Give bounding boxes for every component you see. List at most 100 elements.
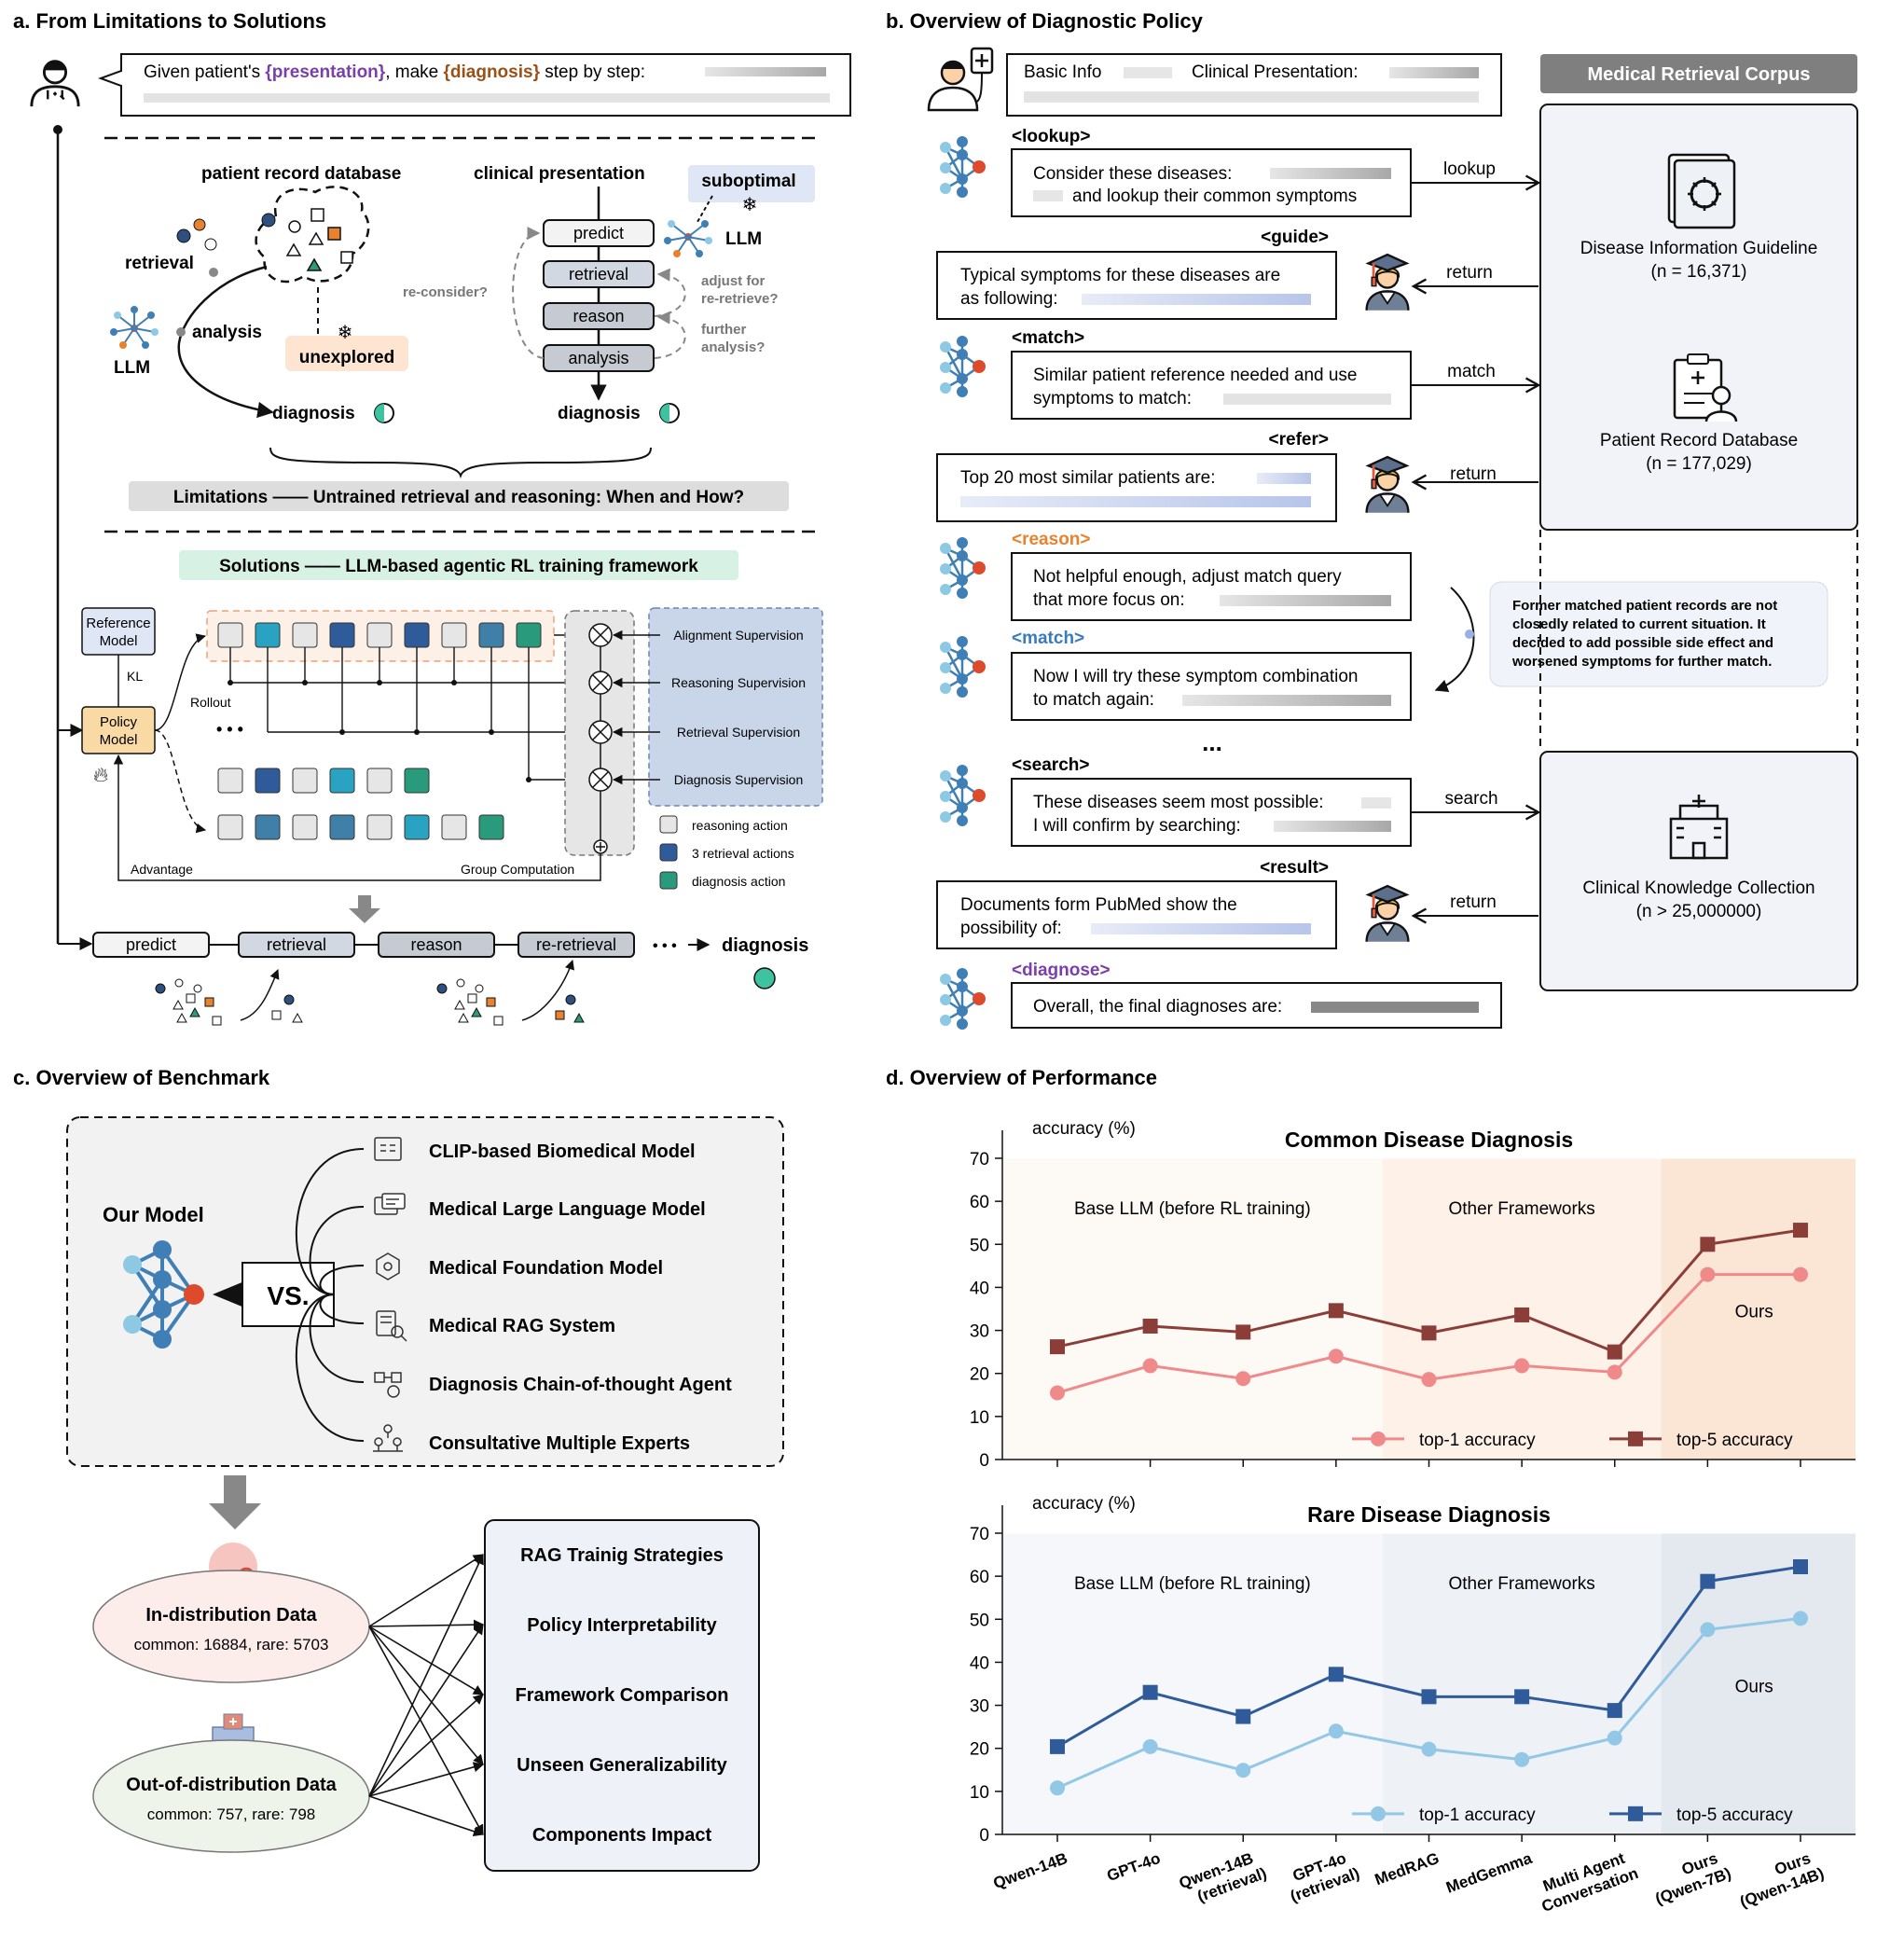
x-tick-label: Qwen-14B(retrieval) <box>1177 1847 1269 1910</box>
chain-step-reason <box>543 302 655 330</box>
limitations-text: Limitations —— Untrained retrieval and r… <box>173 488 744 507</box>
unexplored-label: unexplored <box>299 348 394 367</box>
lookup-tag: <lookup> <box>1012 127 1090 146</box>
rollout-tokens <box>217 622 542 840</box>
doctor-icon <box>30 60 80 108</box>
expert-icon <box>1365 253 1410 312</box>
data-point <box>1514 1751 1530 1767</box>
data-point <box>1700 1237 1716 1252</box>
agent-icon <box>938 535 987 601</box>
expert-icon <box>1365 884 1410 944</box>
match2-tag: <match> <box>1012 629 1084 648</box>
bottom-step-label: re-retrieval <box>536 935 616 954</box>
x-tick-label: MedGemma <box>1443 1849 1535 1897</box>
refer-tag: <refer> <box>1269 430 1329 450</box>
data-point <box>1514 1689 1530 1705</box>
vs-box <box>241 1262 335 1327</box>
region-label: Base LLM (before RL training) <box>1074 1199 1311 1219</box>
llm-label-right: LLM <box>725 229 762 249</box>
diagnose-tag: <diagnose> <box>1012 961 1111 980</box>
panel-b-title: b. Overview of Diagnostic Policy <box>886 9 1204 33</box>
data-point <box>1607 1703 1622 1719</box>
legend-label: reasoning action <box>692 818 788 833</box>
supervision-label: Retrieval Supervision <box>677 725 800 740</box>
lookup-arrow-label: lookup <box>1443 159 1496 179</box>
x-tick-label: MedRAG <box>1373 1849 1442 1889</box>
y-tick-label: 0 <box>979 1826 989 1846</box>
data-point <box>1421 1741 1437 1757</box>
note-line: closedly related to current situation. I… <box>1512 616 1766 632</box>
region-label: Ours <box>1735 1303 1773 1322</box>
patient-db-count: (n = 177,029) <box>1646 454 1752 474</box>
match-tag: <match> <box>1012 328 1084 348</box>
data-point <box>1607 1730 1622 1746</box>
region-label: Other Frameworks <box>1448 1574 1594 1594</box>
y-tick-label: 30 <box>970 1697 989 1717</box>
data-point <box>1235 1371 1251 1387</box>
diagnosis-label-left: diagnosis <box>272 404 355 423</box>
x-tick-label: Ours(Qwen-14B) <box>1732 1847 1827 1911</box>
cot-agent-icon <box>374 1372 402 1398</box>
chart-title: Common Disease Diagnosis <box>1285 1128 1573 1152</box>
data-point <box>1700 1266 1716 1282</box>
diagnosis-label-right: diagnosis <box>558 404 641 423</box>
chain-step-predict <box>543 219 655 247</box>
hospital-icon <box>1669 795 1729 860</box>
data-to-analysis-arrows <box>368 1553 485 1837</box>
result-tag: <result> <box>1260 858 1329 878</box>
search-text: These diseases seem most possible: <box>1033 793 1324 812</box>
supervision-panel <box>648 607 823 807</box>
y-tick-label: 0 <box>979 1451 989 1471</box>
analysis-label: Framework Comparison <box>516 1685 729 1706</box>
guide-tag: <guide> <box>1261 228 1329 247</box>
legend-label: top-1 accuracy <box>1419 1806 1536 1825</box>
data-point <box>1050 1738 1065 1754</box>
patient-db-label: Patient Record Database <box>1600 431 1798 450</box>
search-tag: <search> <box>1012 755 1089 775</box>
retrieval-label: retrieval <box>125 254 194 273</box>
match2-box <box>1011 652 1412 721</box>
out-distribution-label: Out-of-distribution Data <box>126 1775 337 1795</box>
baseline-label: Diagnosis Chain-of-thought Agent <box>429 1375 732 1395</box>
y-axis-label: accuracy (%) <box>1032 1119 1136 1139</box>
data-point <box>1328 1667 1344 1682</box>
chart-region <box>1002 1158 1383 1460</box>
legend-label: 3 retrieval actions <box>692 846 794 861</box>
x-tick-label: Multi AgentConversation <box>1533 1847 1640 1916</box>
analysis-label: analysis <box>192 323 262 342</box>
corpus-top-box <box>1539 104 1858 531</box>
reason-text: that more focus on: <box>1033 590 1185 610</box>
data-point <box>1793 1611 1808 1626</box>
y-tick-label: 40 <box>970 1653 989 1673</box>
supervision-wiring <box>229 634 589 781</box>
return-label: return <box>1450 464 1497 484</box>
y-tick-label: 60 <box>970 1568 989 1587</box>
data-point <box>1328 1723 1344 1739</box>
in-distribution-counts: common: 16884, rare: 5703 <box>134 1636 329 1653</box>
limitations-banner <box>129 481 789 511</box>
legend-marker <box>1371 1431 1386 1446</box>
legend-label: top-5 accuracy <box>1676 1431 1793 1450</box>
supervision-label: Reasoning Supervision <box>671 675 806 690</box>
advantage-label: Advantage <box>131 862 193 877</box>
corpus-bottom-box <box>1539 751 1858 991</box>
down-arrow <box>349 895 380 923</box>
further-label: analysis? <box>701 339 765 355</box>
svg-text:❄: ❄ <box>338 323 353 343</box>
data-point <box>1514 1307 1530 1322</box>
note-line: worsened symptoms for further match. <box>1511 654 1772 670</box>
llm-label-left: LLM <box>114 358 150 378</box>
llm-chat-icon <box>374 1193 406 1215</box>
data-point <box>1421 1689 1437 1705</box>
x-tick-label: GPT-4o <box>1105 1849 1163 1885</box>
our-model-label: Our Model <box>103 1203 204 1226</box>
y-axis-label: accuracy (%) <box>1032 1494 1136 1514</box>
chain-step-label: predict <box>573 224 624 242</box>
y-tick-label: 30 <box>970 1322 989 1342</box>
agent-icon <box>938 763 987 828</box>
adjust-label: adjust for <box>701 273 765 289</box>
data-point <box>1793 1266 1808 1282</box>
search-text: I will confirm by searching: <box>1033 816 1241 836</box>
legend-marker <box>1628 1431 1643 1446</box>
